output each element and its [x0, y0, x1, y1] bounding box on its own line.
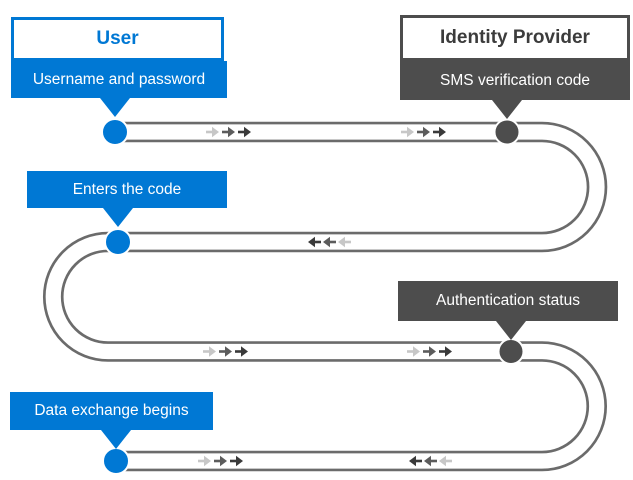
user-step-dot-icon: [104, 228, 132, 256]
step-data-exchange-callout: Data exchange begins: [10, 392, 213, 449]
flow-track-fill: [45, 124, 605, 469]
actor-identity-provider-title: Identity Provider: [440, 27, 590, 48]
actor-identity-provider-box: Identity Provider: [400, 15, 630, 61]
flow-arrows-right-icon: [196, 454, 245, 468]
step-username-password-callout: Username and password: [11, 61, 227, 117]
callout-pointer-icon: [101, 430, 131, 449]
callout-pointer-icon: [100, 98, 130, 117]
callout-pointer-icon: [103, 208, 133, 227]
step-label: Authentication status: [436, 292, 580, 309]
flow-arrows-right-icon: [405, 344, 454, 359]
provider-step-dot-icon: [497, 338, 525, 365]
flow-arrows-right-icon: [204, 125, 253, 139]
provider-step-dot-icon: [493, 118, 521, 146]
step-enters-code-callout: Enters the code: [27, 171, 227, 227]
step-label: SMS verification code: [440, 71, 590, 89]
actor-user-title: User: [96, 28, 139, 49]
callout-pointer-icon: [492, 100, 522, 119]
user-step-dot-icon: [101, 118, 129, 146]
flow-arrows-left-icon: [407, 454, 454, 468]
flow-arrows-left-icon: [306, 235, 353, 249]
step-label: Data exchange begins: [34, 402, 189, 419]
user-step-dot-icon: [102, 447, 130, 475]
step-label: Enters the code: [72, 180, 182, 198]
flow-arrows-right-icon: [399, 125, 448, 139]
callout-pointer-icon: [496, 321, 526, 340]
step-sms-verification-callout: SMS verification code: [400, 61, 630, 119]
actor-user-box: User: [11, 17, 224, 61]
step-authentication-status-callout: Authentication status: [398, 281, 618, 340]
flow-arrows-right-icon: [201, 344, 250, 359]
step-label: Username and password: [32, 70, 206, 88]
